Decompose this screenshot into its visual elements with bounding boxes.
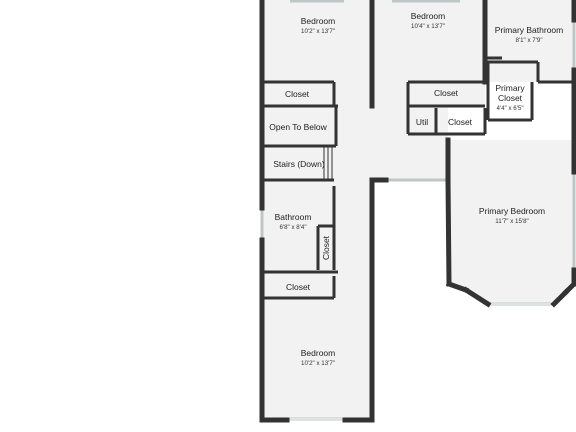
bedroom-bottom-name: Bedroom — [301, 348, 336, 358]
bathroom-name: Bathroom — [275, 212, 312, 222]
bedroom-bottom-dims: 10'2" x 13'7" — [301, 360, 335, 367]
room-labels: Bedroom 10'2" x 13'7" Bedroom 10'4" x 13… — [269, 11, 563, 367]
primary-bedroom-name: Primary Bedroom — [479, 206, 545, 216]
floor-area — [262, 0, 574, 420]
open-to-below-name: Open To Below — [269, 122, 327, 132]
bathroom-dims: 6'8" x 8'4" — [279, 224, 306, 231]
primary-bedroom-dims: 11'7" x 15'8" — [495, 218, 528, 225]
stairs-name: Stairs (Down) — [273, 159, 325, 169]
windows — [260, 0, 576, 421]
primary-closet-name-line1: Primary — [495, 83, 525, 93]
bedroom-top-left-name: Bedroom — [301, 16, 336, 26]
bedroom-top-left-dims: 10'2" x 13'7" — [301, 28, 335, 35]
bedroom-top-center-name: Bedroom — [411, 11, 446, 21]
closet-center-lower-name: Closet — [448, 117, 473, 127]
util-name: Util — [416, 117, 428, 127]
closet-lower-left-name: Closet — [286, 282, 311, 292]
closet-center-top-name: Closet — [434, 88, 459, 98]
walls — [259, 0, 576, 423]
closet-left-name: Closet — [285, 89, 310, 99]
closet-vertical-name: Closet — [321, 235, 331, 260]
primary-closet-dims: 4'4" x 6'5" — [496, 105, 523, 112]
primary-bathroom-dims: 8'1" x 7'9" — [515, 37, 542, 44]
primary-closet-name-line2: Closet — [498, 93, 523, 103]
primary-bathroom-name: Primary Bathroom — [495, 25, 564, 35]
bedroom-top-center-dims: 10'4" x 13'7" — [411, 23, 445, 30]
stairs-treads — [323, 146, 333, 180]
